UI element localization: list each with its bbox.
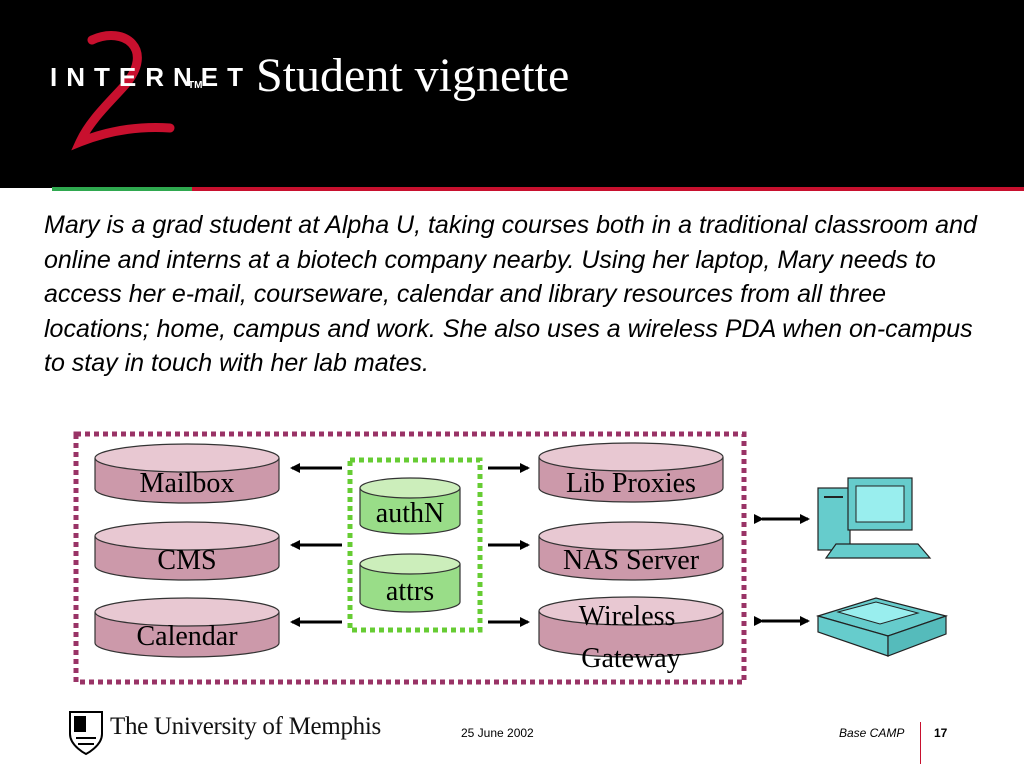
label-gateway: Gateway [581,643,681,674]
slide-title: Student vignette [256,49,570,102]
label-nas-server: NAS Server [563,545,700,576]
scanner-icon [815,597,949,657]
label-calendar: Calendar [136,621,238,652]
service-cylinder-attrs: attrs [359,553,461,613]
footer-separator [920,722,921,764]
vignette-paragraph: Mary is a grad student at Alpha U, takin… [44,211,977,377]
footer-event: Base CAMP [839,726,905,740]
label-authn: authN [376,498,444,529]
header-rule-green [52,187,192,191]
service-cylinder-mailbox: Mailbox [94,443,280,504]
header-bar [0,0,1024,188]
service-cylinder-nas-server: NAS Server [538,521,724,581]
service-cylinder-wireless-gateway: Wireless Gateway [538,596,724,674]
university-name: The University of Memphis [110,713,381,740]
service-cylinder-lib-proxies: Lib Proxies [538,442,724,503]
service-cylinder-calendar: Calendar [94,597,280,658]
label-attrs: attrs [386,576,434,607]
page-number: 17 [934,726,948,740]
logo-text: INTERNET [50,62,252,92]
desktop-computer-icon [817,477,932,559]
outer-boundary [73,431,747,685]
internet2-logo-icon [71,31,175,151]
service-cylinder-authn: authN [359,477,461,535]
label-mailbox: Mailbox [140,468,235,499]
university-seal-icon [69,711,103,756]
logo-tm: TM [188,80,203,91]
label-cms: CMS [157,545,216,576]
header-rule-red [192,187,1024,191]
inner-boundary [347,457,483,633]
label-lib-proxies: Lib Proxies [566,468,696,499]
label-wireless: Wireless [579,601,676,632]
footer-date: 25 June 2002 [461,726,534,740]
service-cylinder-cms: CMS [94,521,280,581]
